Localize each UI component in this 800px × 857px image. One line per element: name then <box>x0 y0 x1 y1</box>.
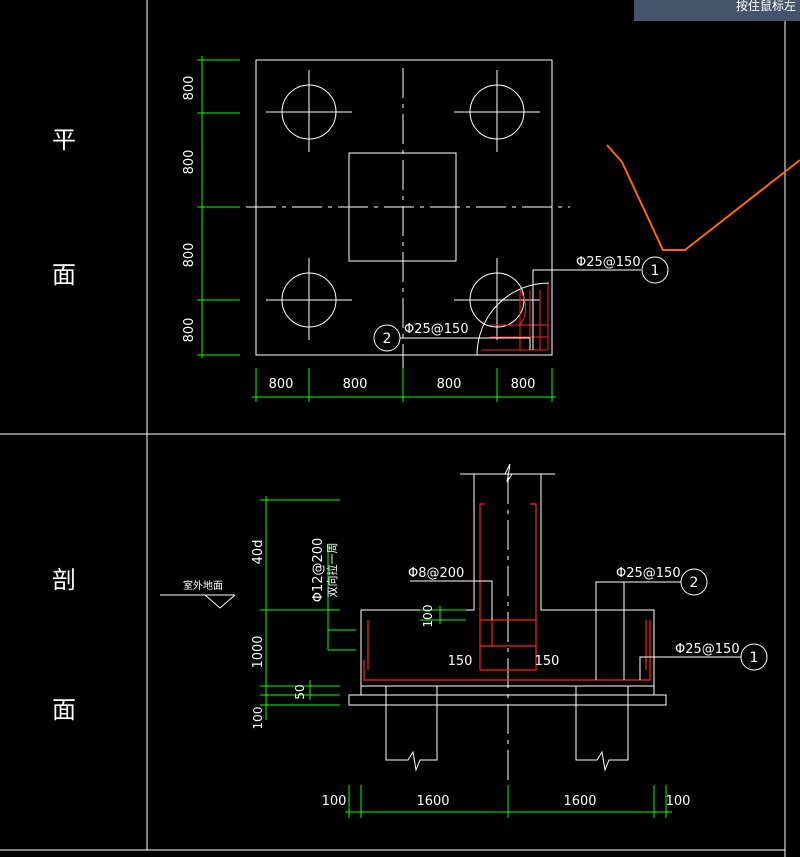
section-view: 室外地面 40d 1000 50 100 Φ12@200 双向拉一周 Φ8@20… <box>160 463 768 818</box>
section-dim-bottom-1: 100 <box>322 794 347 809</box>
section-dim-bottom-3: 1600 <box>563 794 596 809</box>
section-rebar <box>363 503 651 681</box>
plan-leader-1 <box>532 269 641 350</box>
side-label-plan-bottom: 面 <box>52 261 76 289</box>
pile-top-right <box>454 70 540 152</box>
plan-rebar-detail <box>481 283 549 351</box>
section-dim-100-top: 100 <box>421 605 435 628</box>
pile-top-left <box>266 70 352 152</box>
pile-bottom-left <box>266 258 352 340</box>
plan-dim-bottom-3: 800 <box>437 377 462 392</box>
plan-view: 1 2 Φ25@150 Φ25@150 800 800 800 800 800 … <box>182 56 669 402</box>
plan-callout-num-2: 2 <box>383 331 392 347</box>
plan-rebar1-label: Φ25@150 <box>576 255 641 270</box>
side-label-section-bottom: 面 <box>52 696 76 724</box>
plan-dims-left <box>197 56 240 358</box>
section-callout-circle-1 <box>740 643 768 671</box>
section-callout-num-2: 2 <box>690 575 699 591</box>
plan-dim-bottom-1: 800 <box>269 377 294 392</box>
section-beam-label: Φ8@200 <box>408 566 464 581</box>
plan-dim-bottom-4: 800 <box>511 377 536 392</box>
plan-callout-num-1: 1 <box>651 263 660 279</box>
section-dim-150-right: 150 <box>535 654 560 669</box>
plan-rebar2-label: Φ25@150 <box>404 322 469 337</box>
section-leader-2 <box>595 581 681 680</box>
section-rebar1-label: Φ25@150 <box>675 642 740 657</box>
section-dims-bottom <box>345 785 672 818</box>
plan-dim-left-1: 800 <box>182 76 197 101</box>
section-dim-100-left: 100 <box>251 707 265 730</box>
ground-label: 室外地面 <box>183 579 223 592</box>
section-dim-150-left: 150 <box>448 654 473 669</box>
section-dims-left <box>260 496 356 720</box>
section-dim-1000: 1000 <box>251 635 266 668</box>
side-label-section-top: 剖 <box>52 566 76 594</box>
plan-callout-circle-1 <box>641 256 669 284</box>
mouse-hint-tooltip: 按住鼠标左 <box>634 0 800 21</box>
plan-dims-bottom <box>252 368 556 402</box>
plan-dim-bottom-2: 800 <box>343 377 368 392</box>
section-callout-num-1: 1 <box>750 650 759 666</box>
section-dim-50: 50 <box>293 684 307 699</box>
orange-sketch-stroke <box>606 144 800 251</box>
section-stirrup-note: 双向拉一周 <box>325 543 339 598</box>
section-stirrup-label: Φ12@200 <box>311 538 326 603</box>
plan-dim-left-2: 800 <box>182 150 197 175</box>
pile-bottom-right <box>454 258 540 340</box>
section-rebar2-label: Φ25@150 <box>616 566 681 581</box>
plan-dim-left-3: 800 <box>182 243 197 268</box>
plan-callout-circle-2 <box>373 324 401 352</box>
plan-dim-left-4: 800 <box>182 318 197 343</box>
section-piles <box>385 686 629 772</box>
side-label-plan-top: 平 <box>52 126 76 154</box>
section-dim-bottom-4: 100 <box>666 794 691 809</box>
plan-leader-2 <box>400 337 531 350</box>
column-outline <box>348 152 457 262</box>
section-leader-1 <box>639 656 741 680</box>
section-dim-40d: 40d <box>251 540 266 565</box>
section-callout-circle-2 <box>680 568 708 596</box>
plan-rebar-arc <box>476 282 550 356</box>
beam-leader <box>410 580 493 620</box>
section-dim-bottom-2: 1600 <box>416 794 449 809</box>
